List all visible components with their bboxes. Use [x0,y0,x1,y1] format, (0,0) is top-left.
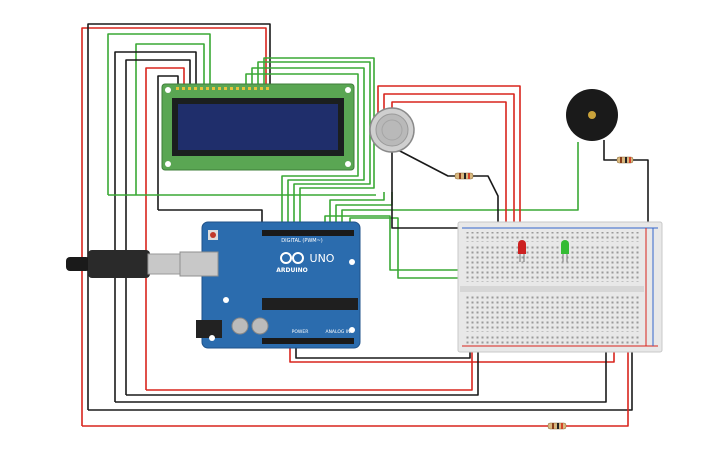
wire-black-sensor-1[interactable] [391,152,470,229]
wire-red-outer[interactable] [81,27,267,426]
wire-red-sensor-1[interactable] [377,85,521,236]
wire-green-data-6[interactable] [329,192,385,228]
breadboard[interactable] [457,221,663,353]
arduino-uno[interactable]: DIGITAL (PWM~) ARDUINO UNO POWER ANALOG … [179,221,361,349]
brand-label: ARDUINO [276,267,307,274]
red-led[interactable] [518,240,526,262]
green-led[interactable] [561,240,569,262]
wire-green-data-2[interactable] [251,67,365,228]
gas-sensor[interactable] [369,107,415,153]
wire-black-sensor-2[interactable] [397,149,499,236]
lcd-16x2[interactable] [161,83,355,171]
wire-red-power[interactable] [289,342,615,363]
arduino-logo-icon [280,252,304,264]
wire-green-led[interactable] [324,215,568,271]
wire-green-lcd-2[interactable] [135,43,205,195]
wire-black-bottom-1[interactable] [126,345,479,396]
wire-green-lcd-1[interactable] [107,33,211,195]
analog-header-label: ANALOG IN [325,329,350,335]
wire-black-lcd-1[interactable] [114,51,197,402]
wire-black-lcd-2[interactable] [125,59,191,395]
lcd-pins [176,87,269,90]
wire-black-outer[interactable] [87,23,271,410]
piezo-buzzer[interactable] [566,89,618,141]
wire-green-data-3[interactable] [257,61,371,228]
resistor-buzzer[interactable] [616,156,634,164]
wire-red-lcd[interactable] [145,67,185,390]
wire-red-bottom-2[interactable] [82,345,629,427]
power-header-label: POWER [292,329,309,335]
wire-black-bottom-2[interactable] [115,345,607,403]
digital-header-label: DIGITAL (PWM~) [281,238,323,244]
resistor-sensor[interactable] [454,172,474,180]
wire-green-data-1[interactable] [245,73,359,228]
wire-green-buzzer[interactable] [341,142,579,228]
model-label: UNO [310,252,335,265]
wire-black-bottom-3[interactable] [88,345,633,411]
resistor-bottom[interactable] [547,422,567,430]
wire-black-lcd-3[interactable] [157,75,179,210]
wire-green-led-2[interactable] [349,217,520,279]
wire-red-bottom-1[interactable] [146,345,473,391]
usb-cable[interactable] [66,250,183,278]
